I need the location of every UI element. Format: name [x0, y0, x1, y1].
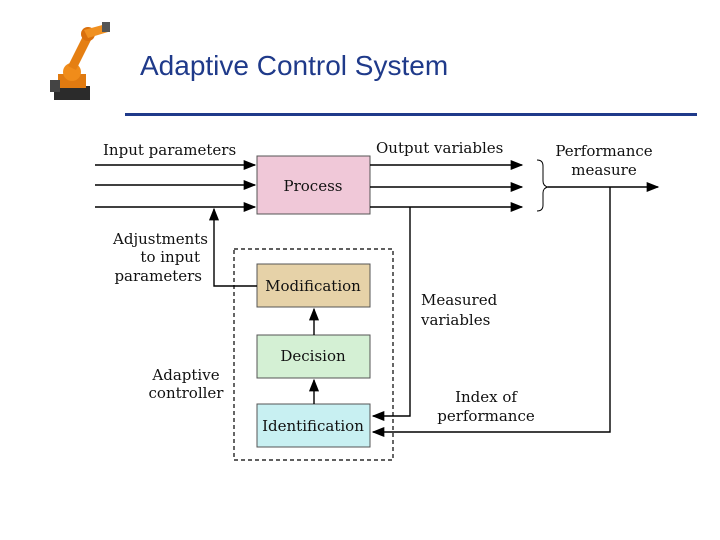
output-bracket	[536, 159, 549, 212]
index-of-performance-label: Index of	[455, 388, 518, 406]
modification-label: Modification	[265, 277, 361, 295]
adjustments-label: to input	[140, 248, 200, 266]
input-arrows	[95, 159, 257, 213]
adaptive-controller-label: Adaptive	[151, 366, 219, 384]
decision-label: Decision	[280, 347, 346, 365]
decision-block: Decision	[256, 334, 371, 379]
process-block: Process	[256, 155, 371, 215]
output-arrows	[370, 159, 524, 213]
process-label: Process	[284, 177, 343, 195]
modification-block: Modification	[256, 263, 371, 308]
performance-measure-label: measure	[571, 161, 637, 179]
adjustments-label: parameters	[114, 267, 202, 285]
performance-feedback-line	[371, 187, 611, 438]
adaptive-controller-frame	[233, 248, 394, 461]
input-parameters-label: Input parameters	[103, 141, 236, 159]
measured-variables-line	[371, 207, 411, 422]
title-divider	[125, 113, 697, 116]
identification-block: Identification	[256, 403, 371, 448]
performance-measure-label: Performance	[555, 142, 652, 160]
adjustments-line	[208, 207, 257, 287]
output-variables-label: Output variables	[376, 139, 503, 157]
adjustments-label: Adjustments	[112, 230, 208, 248]
robot-arm-logo-icon	[50, 22, 110, 100]
slide-title: Adaptive Control System	[140, 50, 449, 81]
index-of-performance-label: performance	[437, 407, 535, 425]
identification-label: Identification	[262, 417, 364, 435]
adaptive-controller-label: controller	[149, 384, 225, 402]
measured-variables-label: Measured	[421, 291, 498, 309]
measured-variables-label: variables	[420, 311, 490, 329]
